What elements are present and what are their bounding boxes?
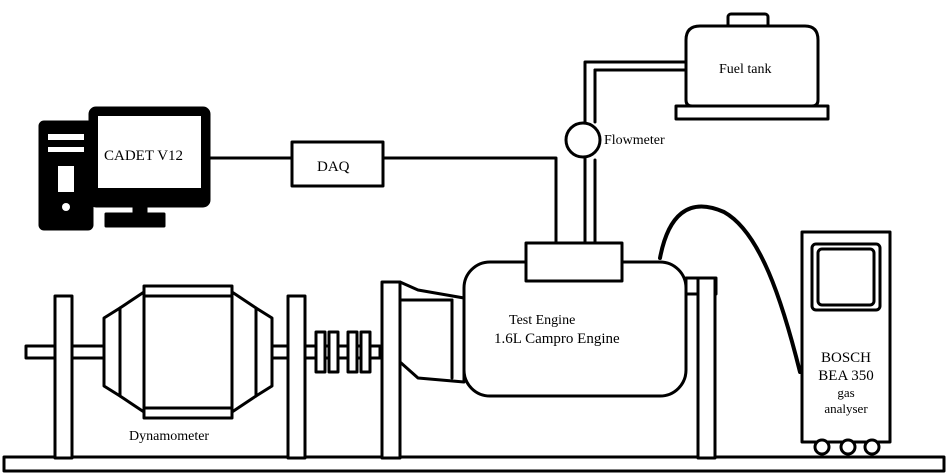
engine-label-line1: Test Engine (509, 313, 575, 328)
fuel-tank-label: Fuel tank (719, 62, 772, 77)
analyser-label-line1: BOSCH (821, 350, 871, 366)
analyser-label-line3: gas (837, 385, 854, 400)
gas-analyser (800, 230, 892, 456)
engine-label-line2: 1.6L Campro Engine (494, 331, 620, 347)
dynamometer (102, 284, 274, 420)
fuel-line (583, 60, 688, 245)
analyser-label-line2: BEA 350 (818, 368, 873, 384)
signal-cable (207, 156, 558, 245)
flowmeter-label: Flowmeter (604, 133, 665, 148)
shaft-coupling (314, 330, 372, 374)
intake-manifold (524, 241, 624, 283)
computer-tower (38, 120, 94, 231)
analyser-label-line4: analyser (824, 401, 868, 416)
daq-box (290, 140, 385, 188)
computer-label: CADET V12 (104, 148, 183, 164)
ground-base (2, 455, 946, 473)
computer-monitor (88, 106, 211, 228)
engine-rear-mount (684, 276, 718, 460)
dynamometer-label: Dynamometer (129, 429, 209, 444)
flowmeter (564, 121, 602, 159)
engine-front-mount (380, 280, 466, 460)
exhaust-hose (658, 204, 802, 374)
daq-label: DAQ (317, 159, 350, 175)
dyno-supports (53, 294, 307, 460)
fuel-tank (674, 12, 830, 121)
